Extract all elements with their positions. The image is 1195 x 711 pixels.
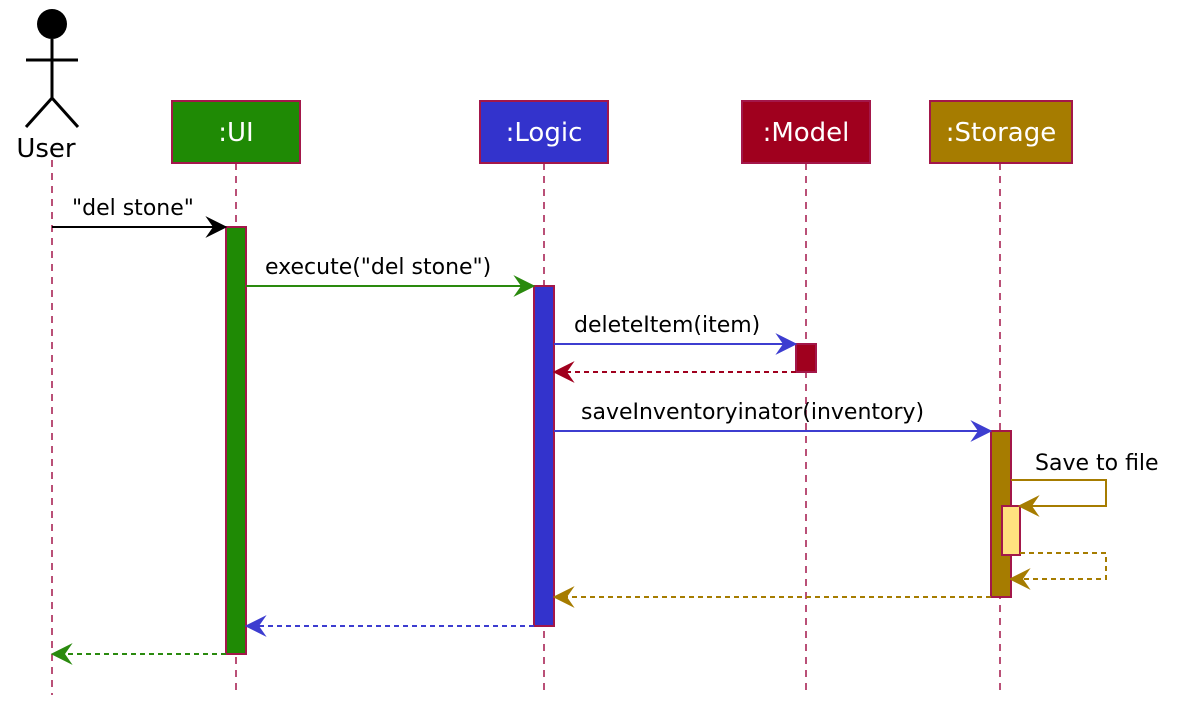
participant-ui: :UI bbox=[171, 100, 301, 164]
participant-model: :Model bbox=[741, 100, 871, 164]
self-return-save-to-file bbox=[1008, 552, 1107, 590]
participant-storage: :Storage bbox=[929, 100, 1073, 164]
message-save-inventory-label: saveInventoryinator(inventory) bbox=[581, 400, 924, 425]
participant-storage-label: :Storage bbox=[946, 118, 1057, 148]
message-execute-label: execute("del stone") bbox=[265, 255, 491, 280]
participant-logic-box bbox=[479, 100, 609, 164]
participant-model-label: :Model bbox=[763, 118, 850, 148]
actor-head bbox=[37, 9, 67, 39]
participant-logic-label: :Logic bbox=[506, 118, 583, 148]
self-message-save-to-file-label: Save to file bbox=[1035, 451, 1159, 476]
actor-user: User bbox=[16, 9, 80, 164]
participant-model-box bbox=[741, 100, 871, 164]
self-message-save-to-file bbox=[1011, 479, 1107, 517]
activation-storage-self bbox=[1001, 505, 1021, 556]
participant-logic: :Logic bbox=[479, 100, 609, 164]
activation-logic bbox=[533, 285, 555, 627]
actor-label: User bbox=[16, 134, 76, 164]
activation-ui bbox=[225, 226, 247, 655]
message-delete-item-label: deleteItem(item) bbox=[574, 313, 760, 338]
participant-ui-label: :UI bbox=[218, 118, 253, 148]
participant-ui-box bbox=[171, 100, 301, 164]
activation-model bbox=[795, 343, 817, 373]
participant-storage-box bbox=[929, 100, 1073, 164]
message-del-stone-label: "del stone" bbox=[72, 196, 194, 221]
